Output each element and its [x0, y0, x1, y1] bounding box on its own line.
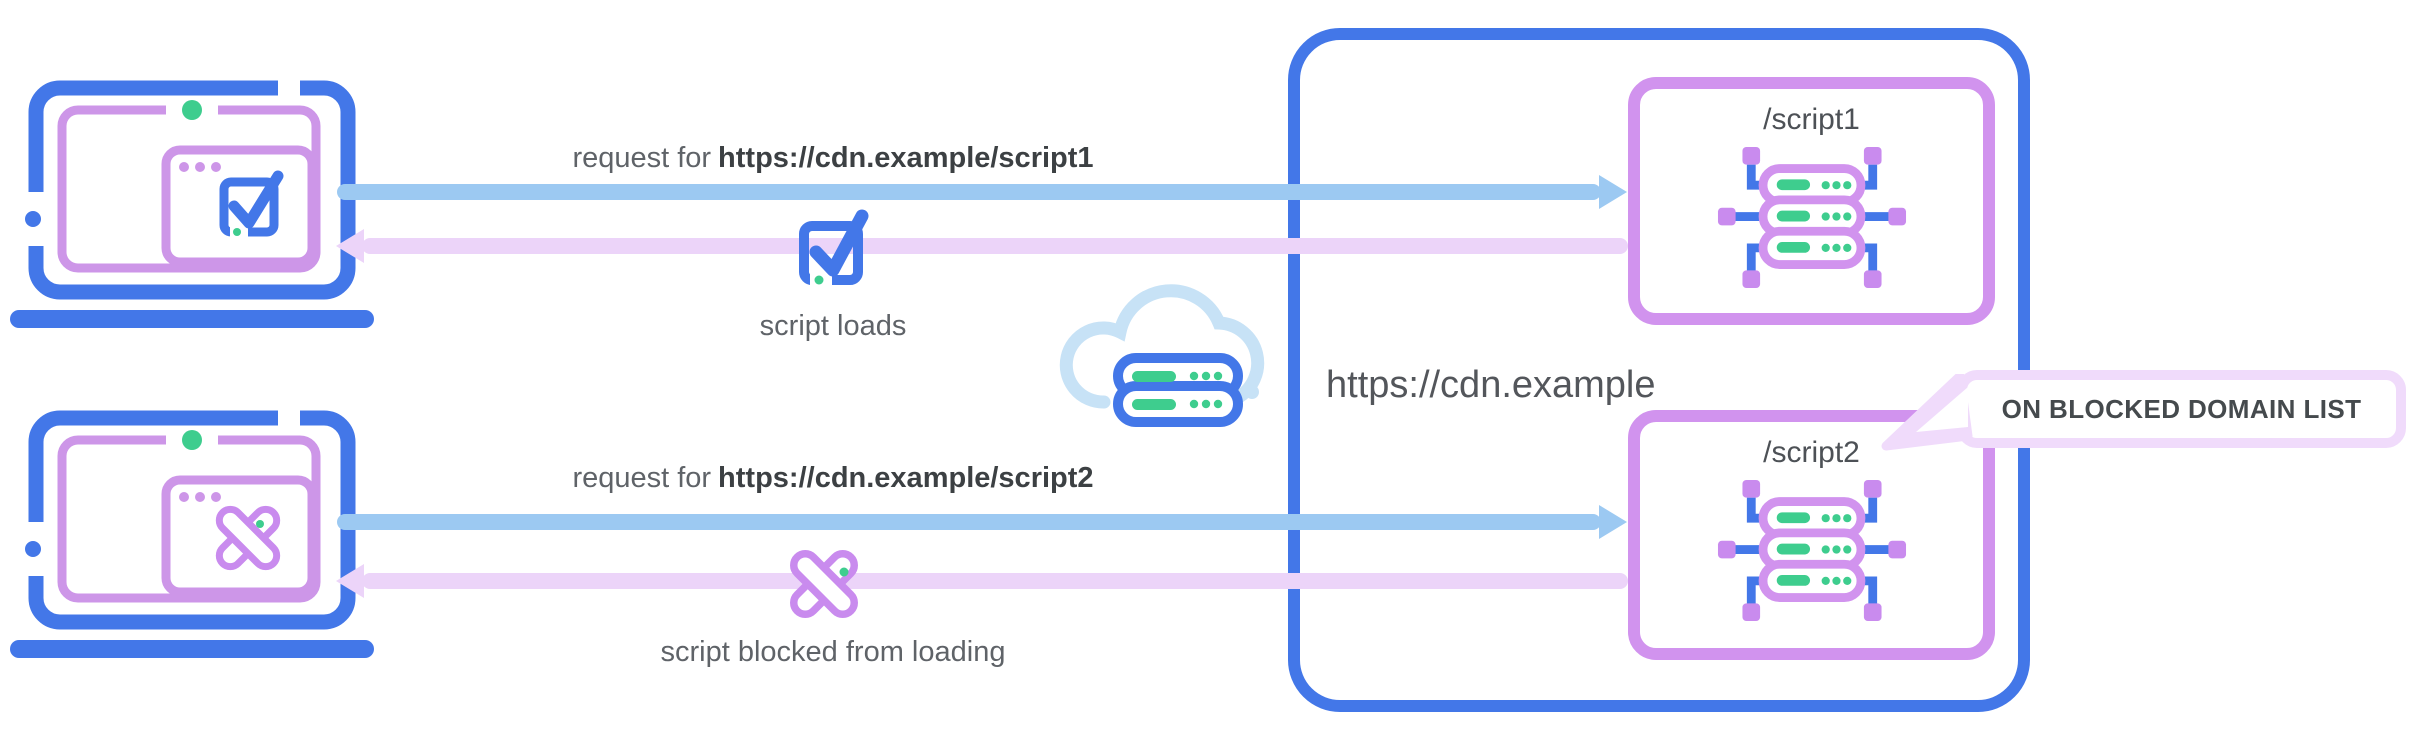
laptop-base [10, 640, 374, 658]
response-arrowhead-bottom [336, 564, 364, 598]
callout-tail [1881, 374, 1973, 451]
script2-label: /script2 [1763, 436, 1860, 469]
response-arrow-bottom [362, 573, 1628, 589]
script2-box: /script2 [1628, 410, 1995, 660]
response-arrowhead-top [336, 229, 364, 263]
cdn-cloud-server-icon [1059, 284, 1265, 427]
server-node-icon [1717, 147, 1906, 289]
check-glyph [219, 170, 284, 238]
result-label-bottom: script blocked from loading [660, 636, 1006, 668]
request-prefix-bottom: request for [572, 462, 712, 494]
request-arrow-top [337, 184, 1601, 200]
cdn-domain-label: https://cdn.example [1326, 364, 1656, 406]
cross-glyph [215, 505, 281, 571]
blocked-cross-icon [790, 550, 858, 618]
blocked-domain-callout: ON BLOCKED DOMAIN LIST [1957, 370, 2406, 448]
result-label-top: script loads [759, 310, 907, 342]
request-arrowhead-bottom [1599, 505, 1627, 539]
request-arrowhead-top [1599, 175, 1627, 209]
laptop-browser-check-icon [10, 77, 374, 328]
laptop-border-dot [25, 541, 41, 557]
camera-dot [182, 430, 202, 450]
laptop-base [10, 310, 374, 328]
server-node-icon [1717, 480, 1906, 622]
laptop-border-dot [25, 211, 41, 227]
camera-dot [182, 100, 202, 120]
request-url-bottom: https://cdn.example/script2 [718, 462, 1094, 494]
checkbox-check-icon [799, 209, 869, 286]
script1-box: /script1 [1628, 77, 1995, 325]
script1-label: /script1 [1763, 103, 1860, 136]
response-arrow-top [362, 238, 1628, 254]
request-prefix-top: request for [572, 142, 712, 174]
request-arrow-bottom [337, 514, 1601, 530]
request-url-top: https://cdn.example/script1 [718, 142, 1094, 174]
laptop-browser-cross-icon [10, 407, 374, 658]
